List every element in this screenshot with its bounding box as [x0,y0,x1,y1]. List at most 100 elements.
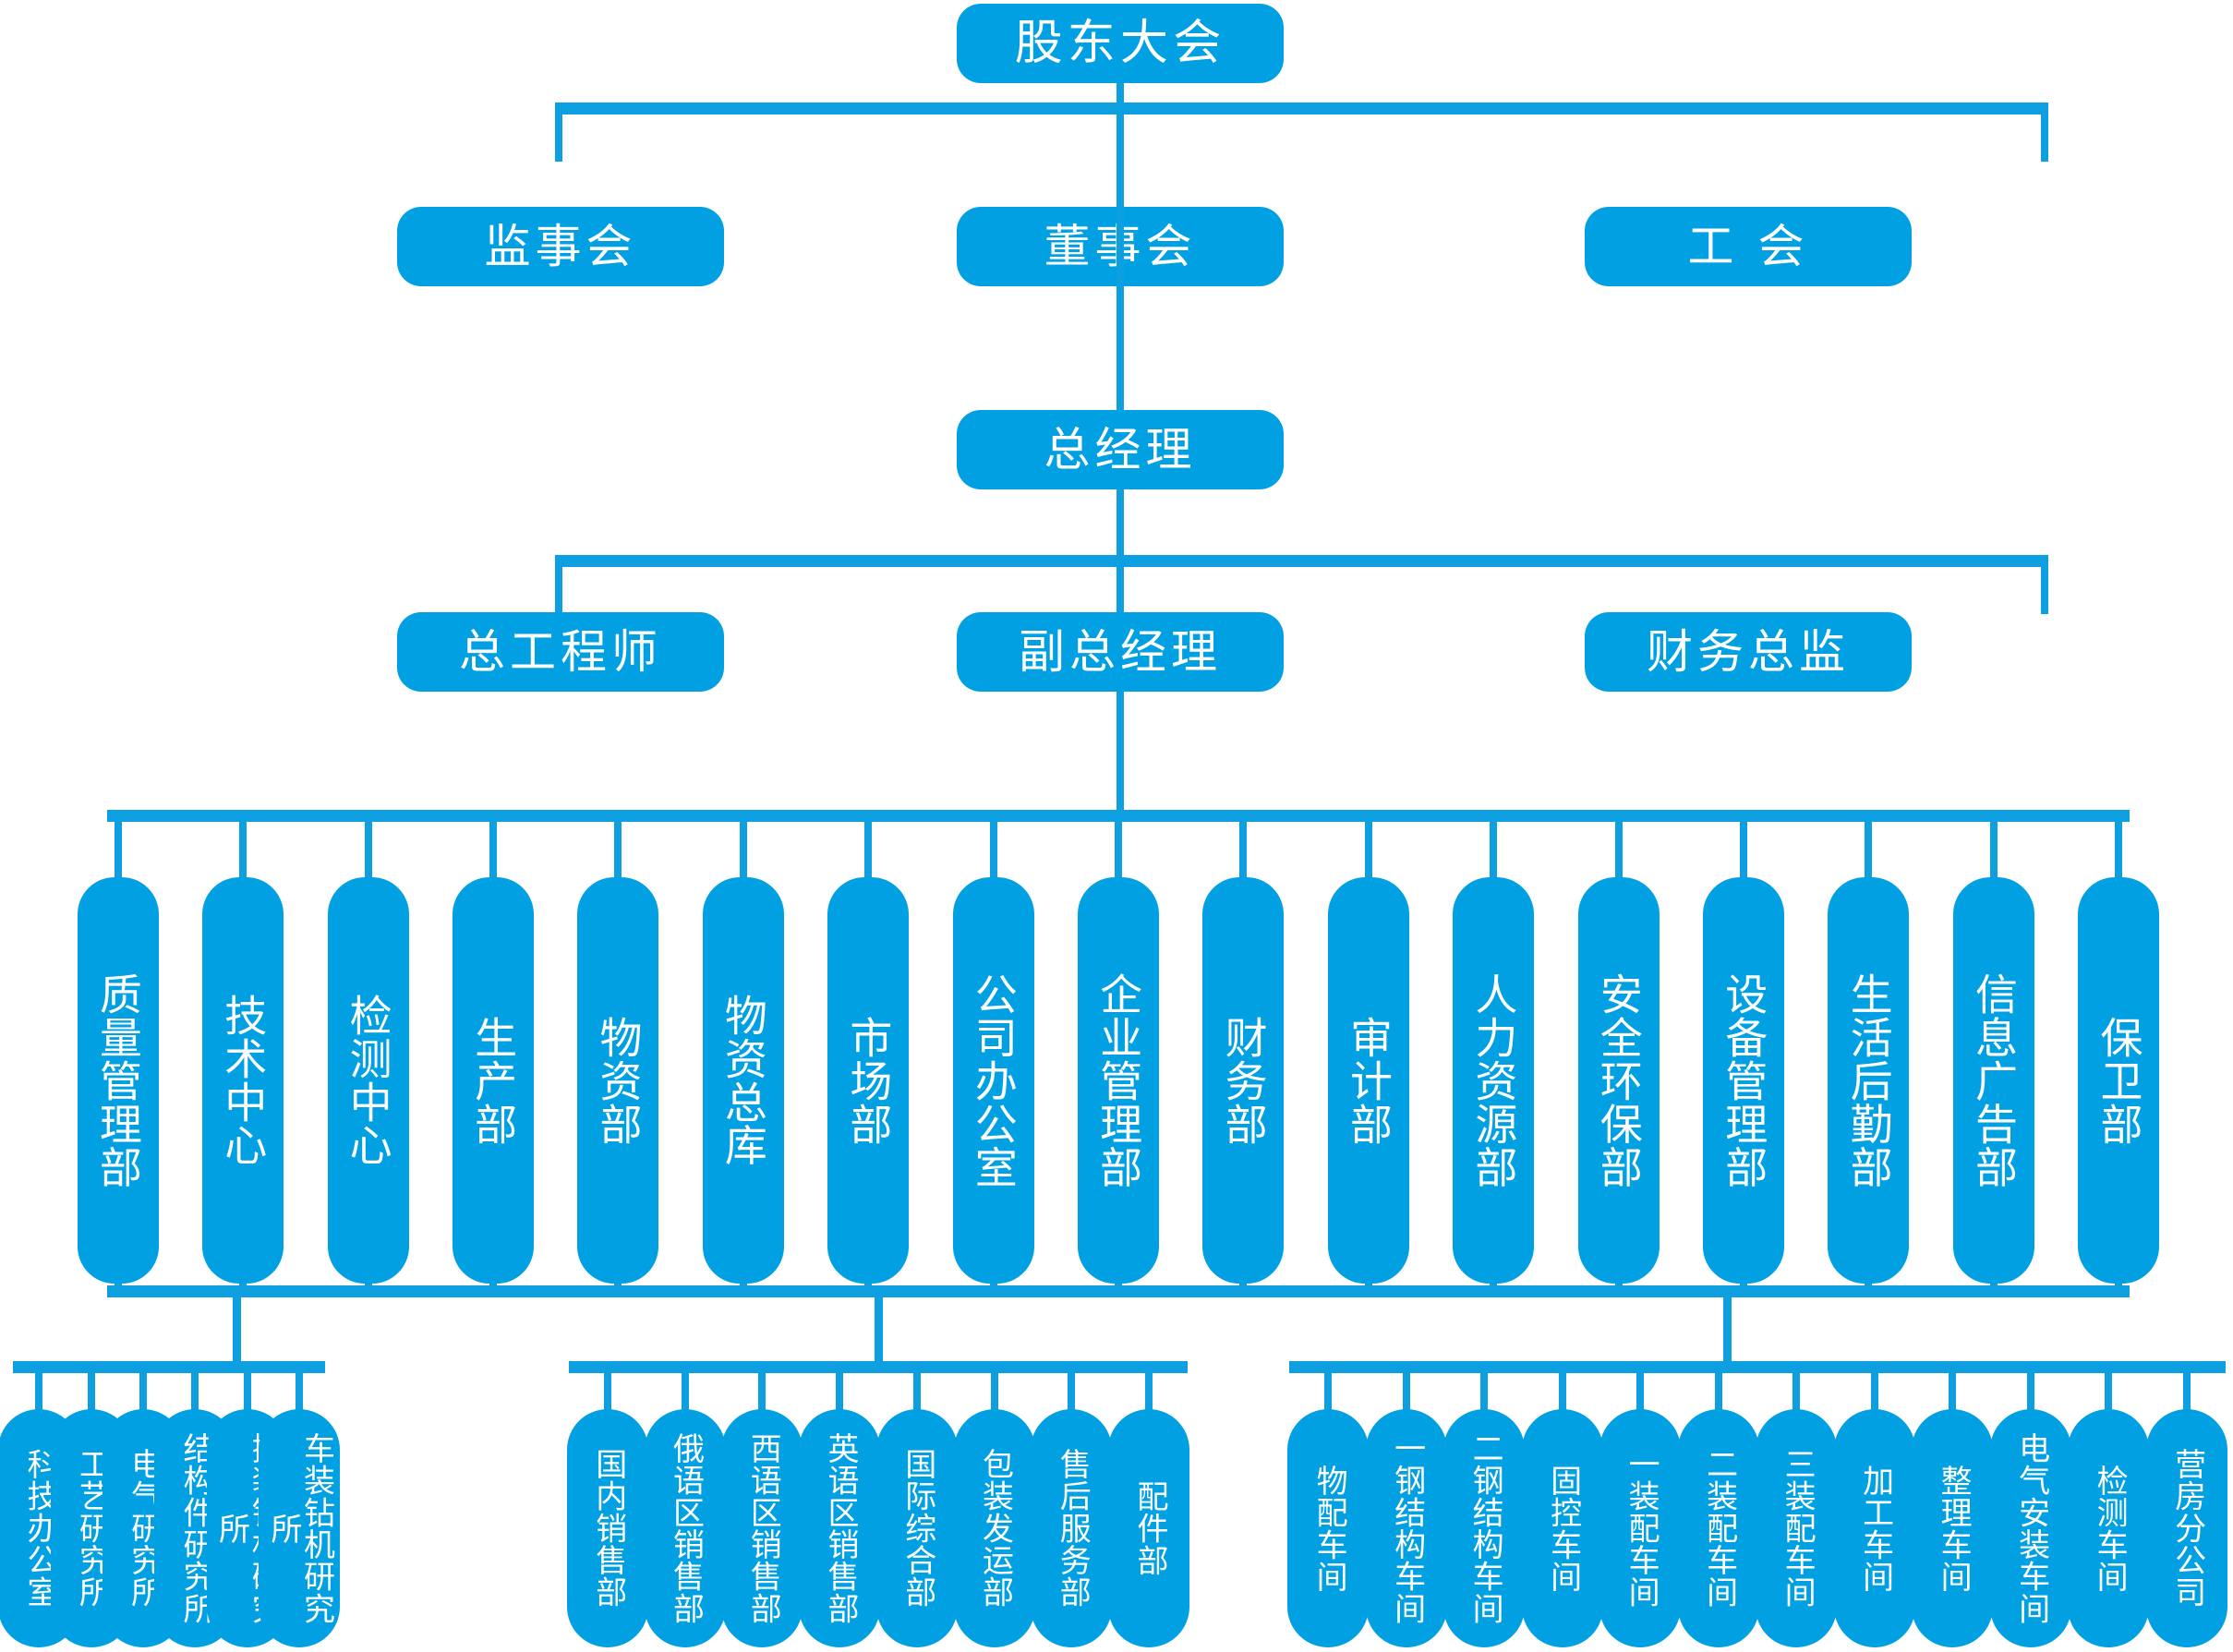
connector-leaf-stem [1949,1361,1957,1428]
connector-department-stem [114,810,122,899]
connector-drop-group-research [233,1285,241,1366]
connector-department-stem [739,810,747,899]
node-department[interactable]: 保卫部 [2078,877,2160,1284]
node-department[interactable]: 财务部 [1202,877,1285,1284]
connector-leaf-stem [2105,1361,2113,1428]
node-department[interactable]: 市场部 [827,877,910,1284]
connector-department-stem [1614,810,1623,899]
connector-leaf-stem [2026,1361,2034,1428]
connector-leaf-stem [990,1361,998,1428]
node-sales-departments-item[interactable]: 包装发运部 [953,1409,1035,1647]
node-shareholders-meeting[interactable]: 股东大会 [957,4,1284,83]
node-sales-departments-item[interactable]: 配件部 [1108,1409,1190,1647]
node-department[interactable]: 检测中心 [327,877,409,1284]
connector-leaf-stem [35,1361,43,1428]
connector-department-stem [1865,810,1873,899]
connector-level2-bus [555,102,2048,115]
node-sales-departments-item[interactable]: 国际综合部 [875,1409,958,1647]
connector-drop-cfo [2041,555,2048,614]
connector-department-stem [1740,810,1748,899]
connector-leaf-stem [758,1361,766,1428]
node-production-workshops-item[interactable]: 一装配车间 [1599,1409,1682,1647]
connector-leaf-stem [1402,1361,1410,1428]
connector-gm-stem [1116,489,1124,561]
connector-department-stem [364,810,372,899]
node-production-workshops-item[interactable]: 物配车间 [1287,1409,1370,1647]
node-production-workshops-item[interactable]: 加工车间 [1833,1409,1915,1647]
node-sales-departments-item[interactable]: 俄语区销售部 [644,1409,726,1647]
connector-leaf-stem [1480,1361,1489,1428]
connector-department-stem [864,810,873,899]
node-department[interactable]: 生产部 [452,877,534,1284]
connector-department-stem [989,810,997,899]
connector-leaf-stem [681,1361,689,1428]
node-department[interactable]: 公司办公室 [952,877,1034,1284]
node-production-workshops-item[interactable]: 营房分公司 [2145,1409,2227,1647]
node-production-workshops-item[interactable]: 电气安装车间 [1989,1409,2071,1647]
connector-leaf-stem [139,1361,147,1428]
node-board-of-supervisors[interactable]: 监事会 [397,207,724,286]
connector-leaf-stem [1714,1361,1722,1428]
connector-leaf-stem [603,1361,611,1428]
connector-leaf-stem [836,1361,844,1428]
connector-department-stem [1364,810,1372,899]
node-sales-departments-item[interactable]: 国内销售部 [566,1409,648,1647]
node-department[interactable]: 生活后勤部 [1828,877,1910,1284]
node-production-workshops-item[interactable]: 二钢结构车间 [1443,1409,1526,1647]
node-department[interactable]: 物资总库 [702,877,784,1284]
connector-department-stem [2115,810,2123,899]
node-department[interactable]: 企业管理部 [1078,877,1159,1284]
connector-group-bar-research-institutes [13,1361,325,1373]
node-sales-departments-item[interactable]: 售后服务部 [1031,1409,1113,1647]
connector-deputy-gm-stem [1116,692,1124,812]
connector-leaf-stem [1145,1361,1153,1428]
connector-group-bar-sales-departments [569,1361,1188,1373]
connector-leaf-stem [191,1361,199,1428]
node-department[interactable]: 设备管理部 [1703,877,1785,1284]
connector-board-to-gm [1116,162,1124,411]
connector-leaf-stem [1870,1361,1878,1428]
node-research-institutes-item[interactable]: 车装钻机研究所 [258,1409,340,1647]
connector-drop-supervisors [555,102,562,162]
connector-level4-bus [555,555,2048,567]
connector-drop-group-workshop [1723,1285,1732,1366]
node-labor-union[interactable]: 工 会 [1585,207,1912,286]
node-general-manager[interactable]: 总经理 [957,410,1284,489]
node-department[interactable]: 物资部 [577,877,659,1284]
connector-department-stem [1239,810,1248,899]
connector-leaf-stem [1636,1361,1645,1428]
node-production-workshops-item[interactable]: 二装配车间 [1677,1409,1759,1647]
connector-group-bar-production-workshops [1289,1361,2226,1373]
connector-leaf-stem [1558,1361,1566,1428]
node-production-workshops-item[interactable]: 固控车间 [1521,1409,1603,1647]
node-department[interactable]: 审计部 [1327,877,1409,1284]
node-chief-engineer[interactable]: 总工程师 [397,612,724,692]
node-production-workshops-item[interactable]: 整理车间 [1912,1409,1994,1647]
node-department[interactable]: 安全环保部 [1577,877,1660,1284]
connector-department-stem [614,810,622,899]
connector-department-stem [1115,810,1122,899]
node-finance-director[interactable]: 财务总监 [1585,612,1912,692]
node-department[interactable]: 技术中心 [202,877,284,1284]
connector-drop-chief-engineer [555,555,562,614]
node-production-workshops-item[interactable]: 检测车间 [2068,1409,2150,1647]
connector-root-stem [1116,83,1124,107]
node-deputy-general-manager[interactable]: 副总经理 [957,612,1284,692]
node-sales-departments-item[interactable]: 西语区销售部 [721,1409,803,1647]
connector-leaf-stem [1324,1361,1333,1428]
node-sales-departments-item[interactable]: 英语区销售部 [799,1409,881,1647]
node-production-workshops-item[interactable]: 三装配车间 [1756,1409,1838,1647]
node-production-workshops-item[interactable]: 一钢结构车间 [1365,1409,1447,1647]
connector-drop-union [2041,102,2048,162]
connector-department-bottom-bus [107,1285,2130,1297]
node-department[interactable]: 信息广告部 [1952,877,2034,1284]
connector-department-stem [1989,810,1998,899]
node-department[interactable]: 质量管理部 [77,877,159,1284]
connector-department-stem [1490,810,1498,899]
connector-leaf-stem [1792,1361,1801,1428]
connector-leaf-stem [295,1361,303,1428]
connector-leaf-stem [87,1361,95,1428]
connector-drop-group-sales [875,1285,883,1366]
node-department[interactable]: 人力资源部 [1453,877,1535,1284]
